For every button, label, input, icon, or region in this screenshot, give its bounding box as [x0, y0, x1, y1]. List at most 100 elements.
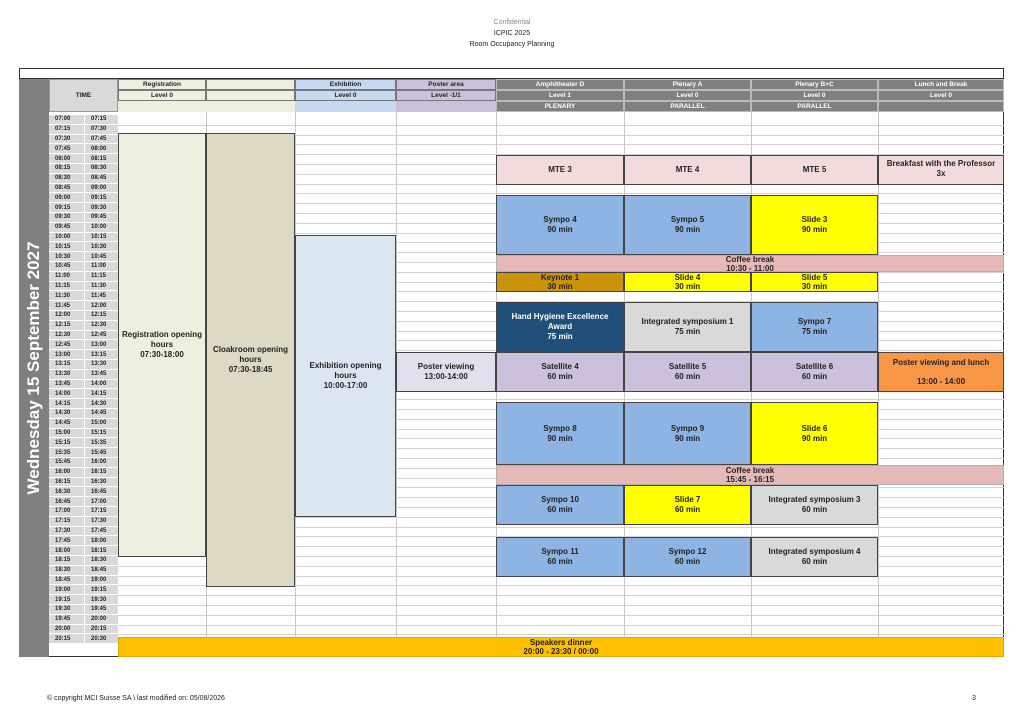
time-end: 16:45 — [84, 487, 118, 498]
column-0-name: Registration — [118, 79, 206, 90]
time-start: 11:15 — [49, 281, 84, 292]
time-end: 09:00 — [84, 183, 118, 194]
time-end: 08:00 — [84, 144, 118, 155]
poster-line2: 13:00-14:00 — [424, 372, 468, 381]
time-end: 19:00 — [84, 575, 118, 586]
time-start: 14:15 — [49, 399, 84, 409]
slide3-line1: Slide 3 — [801, 215, 828, 224]
integ3-line1: Integrated symposium 3 — [768, 495, 861, 504]
time-start: 20:00 — [49, 624, 84, 635]
slide4-line1: Slide 4 — [674, 273, 701, 282]
keynote1-line2: 30 min — [547, 282, 573, 291]
mte5-block[interactable]: MTE 5 — [751, 155, 878, 185]
mte5-label: MTE 5 — [802, 165, 827, 174]
time-start: 12:00 — [49, 311, 84, 321]
column-5-sub: PARALLEL — [624, 101, 751, 112]
sympo9-line1: Sympo 9 — [670, 423, 705, 433]
slide3-line2: 90 min — [801, 225, 828, 234]
column-0-sub — [118, 101, 206, 112]
time-end: 13:00 — [84, 340, 118, 351]
cloakroom-block[interactable]: Cloakroom opening hours 07:30-18:45 — [206, 133, 295, 587]
exhibition-block[interactable]: Exhibition opening hours 10:00-17:00 — [295, 235, 396, 517]
column-3-name: Poster area — [396, 79, 496, 90]
breakfast-block[interactable]: Breakfast with the Professor 3x — [878, 155, 1004, 185]
slide7-line2: 60 min — [674, 505, 701, 514]
time-end: 12:15 — [84, 311, 118, 321]
time-end: 11:30 — [84, 281, 118, 292]
registration-block[interactable]: Registration opening hours 07:30-18:00 — [118, 133, 206, 557]
time-end: 13:15 — [84, 350, 118, 360]
time-end: 07:30 — [84, 124, 118, 135]
time-start: 12:15 — [49, 320, 84, 331]
time-end: 12:45 — [84, 330, 118, 341]
slide5-line2: 30 min — [801, 282, 828, 291]
time-end: 13:45 — [84, 369, 118, 380]
time-end: 18:15 — [84, 546, 118, 556]
day-bar — [19, 79, 49, 657]
sat4-line2: 60 min — [547, 372, 573, 381]
column-7-level: Level 0 — [878, 90, 1004, 101]
time-start: 19:15 — [49, 595, 84, 605]
time-end: 10:00 — [84, 222, 118, 233]
exhibition-line3: 10:00-17:00 — [323, 381, 368, 390]
mte4-block[interactable]: MTE 4 — [624, 155, 751, 185]
time-start: 09:30 — [49, 213, 84, 223]
time-start: 16:45 — [49, 497, 84, 507]
cloakroom-line2: hours — [239, 355, 262, 364]
time-end: 17:00 — [84, 497, 118, 507]
column-3-sub — [396, 101, 496, 112]
time-end: 18:45 — [84, 565, 118, 576]
time-start: 19:00 — [49, 585, 84, 596]
sympo12-line1: Sympo 12 — [668, 547, 707, 556]
copyright-footer: © copyright MCI Suisse SA \ last modifie… — [47, 695, 225, 702]
time-end: 17:15 — [84, 507, 118, 517]
column-6-sub: PARALLEL — [751, 101, 878, 112]
sympo10-line2: 60 min — [547, 505, 573, 514]
time-start: 16:30 — [49, 487, 84, 498]
breakfast-line2: 3x — [936, 169, 946, 178]
slide7-line1: Slide 7 — [674, 495, 701, 504]
time-end: 09:15 — [84, 193, 118, 204]
grid-row-line — [118, 585, 1004, 587]
time-end: 11:15 — [84, 271, 118, 282]
column-5-name: Plenary A — [624, 79, 751, 90]
mte3-block[interactable]: MTE 3 — [496, 155, 624, 185]
time-end: 11:45 — [84, 291, 118, 302]
time-end: 19:45 — [84, 605, 118, 615]
time-end: 15:00 — [84, 418, 118, 429]
coffee2-line1: Coffee break — [725, 466, 775, 475]
time-end: 12:00 — [84, 301, 118, 311]
time-start: 09:15 — [49, 203, 84, 213]
column-2-name: Exhibition — [295, 79, 396, 90]
time-start: 07:00 — [49, 115, 84, 125]
time-start: 16:15 — [49, 477, 84, 488]
poster-viewing-block[interactable]: Poster viewing 13:00-14:00 — [396, 352, 496, 392]
posterlunch-line1: Poster viewing and lunch — [892, 357, 990, 367]
sympo9-line2: 90 min — [674, 433, 701, 443]
